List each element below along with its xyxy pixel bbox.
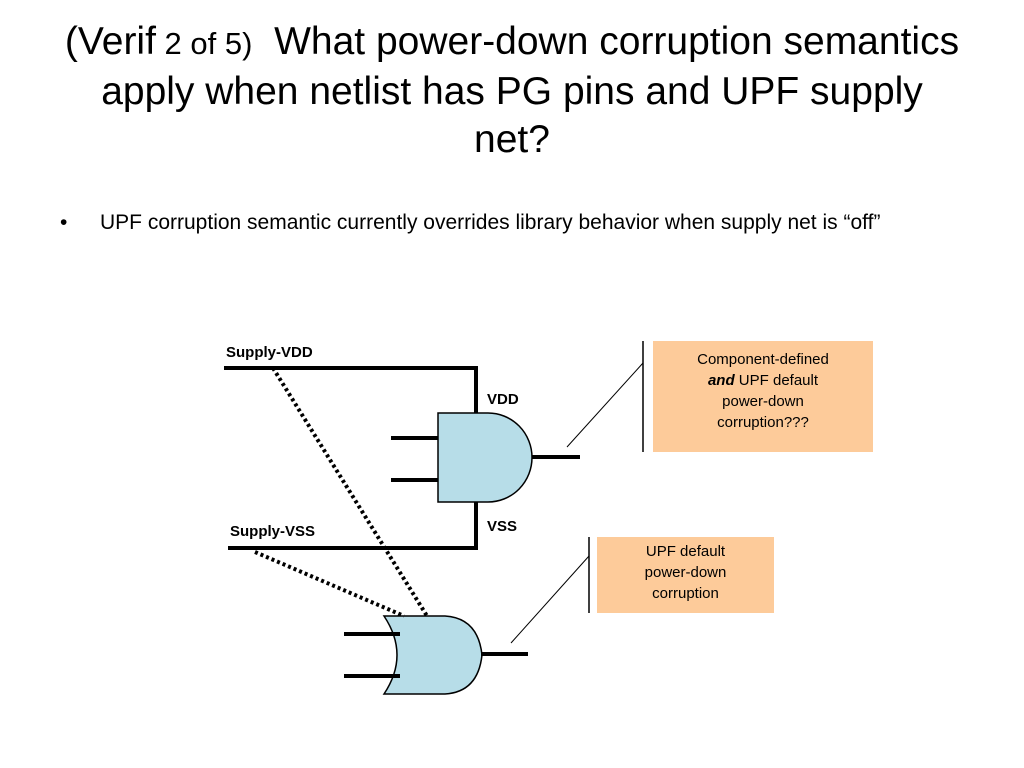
supply-vdd-label: Supply-VDD (226, 344, 313, 361)
vdd-pin-label: VDD (487, 391, 519, 408)
callout-bottom-leader (510, 555, 590, 644)
callout-top-leader (566, 362, 644, 448)
title-text: What power-down corruption semantics app… (101, 20, 960, 161)
bullet-list: • UPF corruption semantic currently overr… (60, 204, 960, 242)
bullet-dot-icon: • (60, 211, 68, 234)
and-gate (437, 412, 533, 503)
callout-upf-default: UPF default power-down corruption (597, 537, 774, 613)
vss-pin-label: VSS (487, 518, 517, 535)
bullet-item: • UPF corruption semantic currently overr… (60, 204, 960, 242)
supply-vdd-rail (224, 366, 478, 413)
title-prefix-large: (Verif (64, 20, 156, 63)
callout-top-line-3: power-down (722, 393, 804, 410)
supply-vss-rail (228, 502, 478, 550)
slide-title: (Verif 2 of 5) What power-down corruptio… (60, 18, 964, 164)
callout-bottom-line-1: UPF default (645, 543, 726, 560)
supply-vss-label: Supply-VSS (230, 523, 315, 540)
dotted-link-vdd-to-or-gate (271, 366, 429, 618)
callout-component-defined: Component-defined and UPF default power-… (653, 341, 873, 452)
callout-top-emphasis: and (707, 372, 735, 389)
callout-top-line-4: corruption??? (717, 414, 809, 431)
callout-top-line-1: Component-defined (697, 351, 829, 368)
or-gate (382, 615, 483, 695)
title-prefix-small: 2 of 5) (155, 26, 253, 61)
bullet-text: UPF corruption semantic currently overri… (100, 211, 881, 234)
callout-bottom-line-2: power-down (644, 564, 727, 581)
callout-top-line-2: and UPF default (653, 370, 873, 391)
callout-bottom-line-3: corruption (652, 585, 719, 602)
dotted-link-vss-to-or-gate (254, 550, 405, 618)
callout-top-line-2-rest: UPF default (734, 372, 819, 389)
